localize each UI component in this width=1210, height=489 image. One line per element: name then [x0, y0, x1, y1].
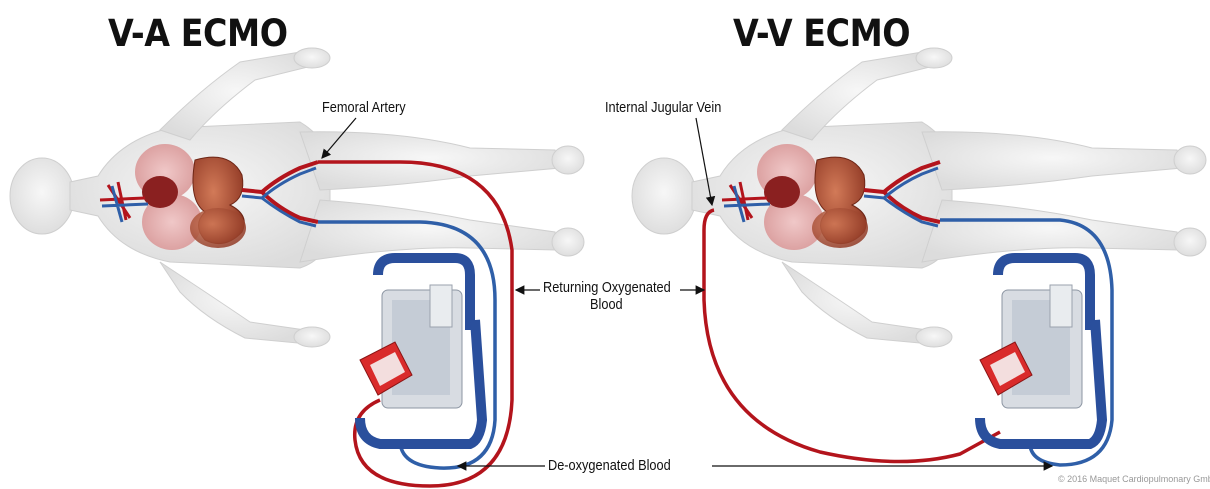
va-ecmo-title: V-A ECMO	[108, 12, 288, 55]
vv-ecmo-title: V-V ECMO	[733, 12, 910, 55]
vv-ecmo-device	[980, 258, 1102, 444]
va-patient-body	[10, 48, 584, 347]
copyright-notice: © 2016 Maquet Cardiopulmonary GmbH	[1058, 474, 1210, 484]
internal-jugular-vein-label: Internal Jugular Vein	[605, 100, 721, 116]
returning-oxygenated-label-line1: Returning Oxygenated	[543, 280, 671, 296]
vv-patient-body	[632, 48, 1206, 347]
va-ecmo-device	[360, 258, 482, 444]
femoral-artery-label: Femoral Artery	[322, 100, 406, 116]
returning-oxygenated-label-line2: Blood	[590, 297, 623, 313]
deoxygenated-blood-label: De-oxygenated Blood	[548, 458, 671, 474]
